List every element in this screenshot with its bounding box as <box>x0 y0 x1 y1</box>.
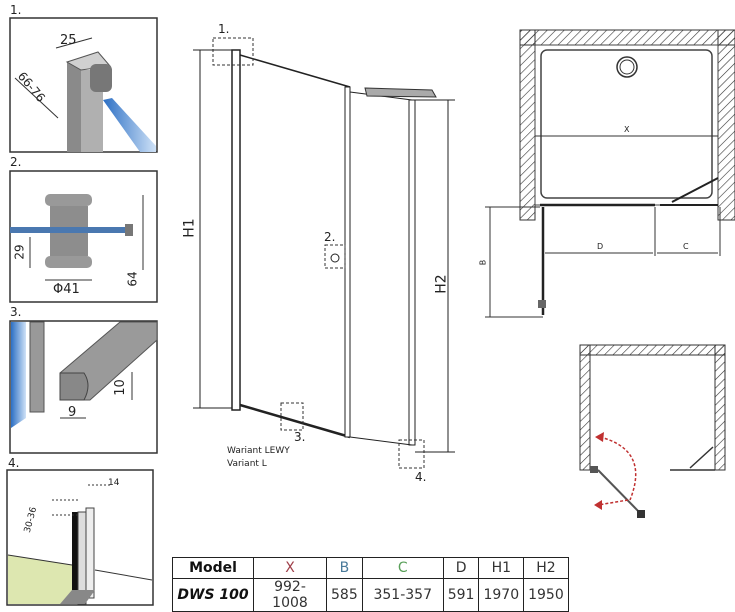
cell-x: 992-1008 <box>253 578 327 612</box>
dim-25: 25 <box>60 33 77 48</box>
cell-d: 591 <box>442 578 480 612</box>
detail-4 <box>6 469 154 606</box>
callout-2: 2. <box>324 230 336 244</box>
callout-3: 3. <box>294 430 306 444</box>
dim-29: 29 <box>12 244 27 260</box>
header-model: Model <box>172 557 254 579</box>
cell-c: 351-357 <box>361 578 444 612</box>
plan-d-label: D <box>597 242 604 251</box>
cell-h1: 1970 <box>478 578 525 612</box>
header-b: B <box>326 557 363 579</box>
detail-3 <box>9 320 158 454</box>
dim-10: 10 <box>112 379 128 396</box>
dim-14: 14 <box>108 478 120 488</box>
variant-pl: Wariant LEWY <box>227 446 290 456</box>
plan-c-label: C <box>683 242 689 251</box>
table-row: DWS 100 992-1008 585 351-357 591 1970 19… <box>172 578 569 612</box>
h2-label: H2 <box>433 274 450 294</box>
detail-1-label: 1. <box>10 3 22 17</box>
cell-model: DWS 100 <box>172 578 254 612</box>
dim-9: 9 <box>68 405 77 420</box>
detail-2 <box>9 170 158 303</box>
dim-phi41: Φ41 <box>53 282 80 297</box>
callout-4: 4. <box>415 470 427 484</box>
table-header-row: Model X B C D H1 H2 <box>172 557 569 579</box>
plan-x-label: X <box>624 125 630 134</box>
header-c: C <box>361 557 444 579</box>
cell-h2: 1950 <box>523 578 569 612</box>
detail-4-label: 4. <box>8 456 20 470</box>
swing-diagram <box>579 344 726 518</box>
detail-3-label: 3. <box>10 305 22 319</box>
cell-b: 585 <box>326 578 363 612</box>
header-h1: H1 <box>478 557 525 579</box>
dimensions-table: Model X B C D H1 H2 DWS 100 992-1008 585… <box>172 557 569 612</box>
plan-b-label: B <box>478 259 488 266</box>
header-x: X <box>253 557 327 579</box>
h1-label: H1 <box>181 218 198 238</box>
header-d: D <box>442 557 480 579</box>
front-elevation <box>193 37 455 469</box>
detail-2-label: 2. <box>10 155 22 169</box>
variant-en: Variant L <box>227 459 267 469</box>
dim-64: 64 <box>125 271 140 287</box>
detail-1 <box>9 17 158 153</box>
header-h2: H2 <box>523 557 569 579</box>
plan-view <box>485 29 735 318</box>
callout-1: 1. <box>218 22 230 36</box>
